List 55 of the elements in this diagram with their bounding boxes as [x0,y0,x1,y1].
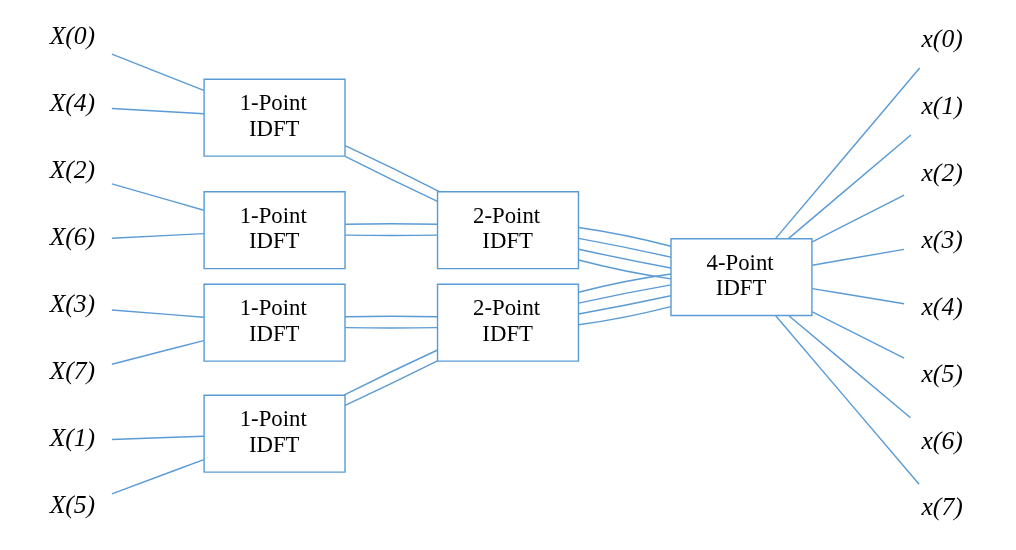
connector [577,237,672,258]
node-text: x(2) [921,157,963,187]
node-text: x(0) [921,24,963,54]
node-text: x(4) [921,291,963,321]
connector [111,435,205,441]
node-box: 1-Point IDFT [203,283,346,362]
connector [577,248,672,269]
connector [344,144,441,193]
node-text: x(3) [921,224,963,254]
connector [788,315,912,419]
connector [577,295,672,315]
node-box: 1-Point IDFT [203,394,346,473]
connector [787,134,912,240]
connector [811,248,905,266]
node-box: 1-Point IDFT [203,78,346,157]
node-text: x(5) [921,358,963,388]
connector [577,305,672,326]
connector [344,223,439,225]
connector [811,287,905,305]
connector [344,155,439,203]
node-box: 1-Point IDFT [203,191,346,270]
connector [343,349,439,396]
connector [111,183,205,211]
node-text: X(3) [49,288,96,318]
connector [774,67,921,240]
connector [111,53,205,92]
connector [111,458,205,495]
connector [344,326,439,329]
node-text: X(6) [49,221,96,251]
connector [811,194,905,243]
connector [774,314,920,486]
connector [111,309,205,318]
node-text: X(1) [49,422,96,452]
node-box: 4-Point IDFT [670,238,813,317]
connector [577,273,672,293]
node-text: x(7) [921,492,963,522]
connector [344,360,439,407]
node-text: X(7) [49,355,96,385]
connector [811,311,905,359]
node-text: x(1) [921,91,963,120]
node-box: 2-Point IDFT [436,191,580,270]
connector [111,339,205,365]
node-text: X(4) [49,88,96,118]
connector [577,259,672,280]
node-text: x(6) [921,425,963,455]
node-box: 2-Point IDFT [436,283,580,362]
connector [577,284,672,304]
node-text: X(5) [49,489,96,519]
connector [577,226,672,247]
node-text: X(0) [49,21,96,51]
connector [344,234,439,237]
connector [111,232,205,239]
node-text: X(2) [49,155,96,185]
connector [344,315,439,318]
connector [111,107,205,115]
